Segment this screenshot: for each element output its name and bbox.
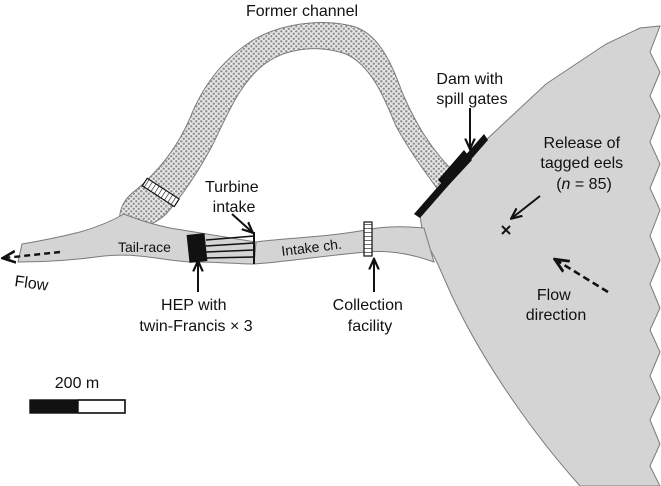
scale-label: 200 m bbox=[55, 375, 99, 392]
flow-label: Flow bbox=[13, 273, 49, 295]
spill-gates bbox=[438, 150, 472, 188]
hep-powerhouse bbox=[186, 233, 208, 263]
flow-direction-arrow bbox=[556, 260, 609, 294]
collection-facility bbox=[363, 221, 373, 257]
tail-race-label: Tail-race bbox=[118, 239, 171, 255]
intake-channel-label: Intake ch. bbox=[280, 236, 342, 259]
scale-bar bbox=[29, 399, 126, 414]
former-channel-weir bbox=[141, 177, 180, 208]
collection-label: Collection facility bbox=[333, 297, 408, 335]
flow-direction-label: Flow direction bbox=[526, 287, 586, 324]
turbine-intake-arrow bbox=[231, 213, 252, 232]
x-mark-icon bbox=[501, 225, 511, 235]
hep-label: HEP with twin-Francis × 3 bbox=[139, 297, 252, 335]
former-channel-label: Former channel bbox=[246, 3, 358, 20]
release-label: Release of tagged eels (n = 85) bbox=[540, 135, 627, 193]
turbine-intake-label: Turbine intake bbox=[205, 179, 263, 216]
release-arrow bbox=[512, 195, 541, 218]
penstocks bbox=[205, 232, 255, 264]
dam-label: Dam with spill gates bbox=[436, 71, 507, 108]
